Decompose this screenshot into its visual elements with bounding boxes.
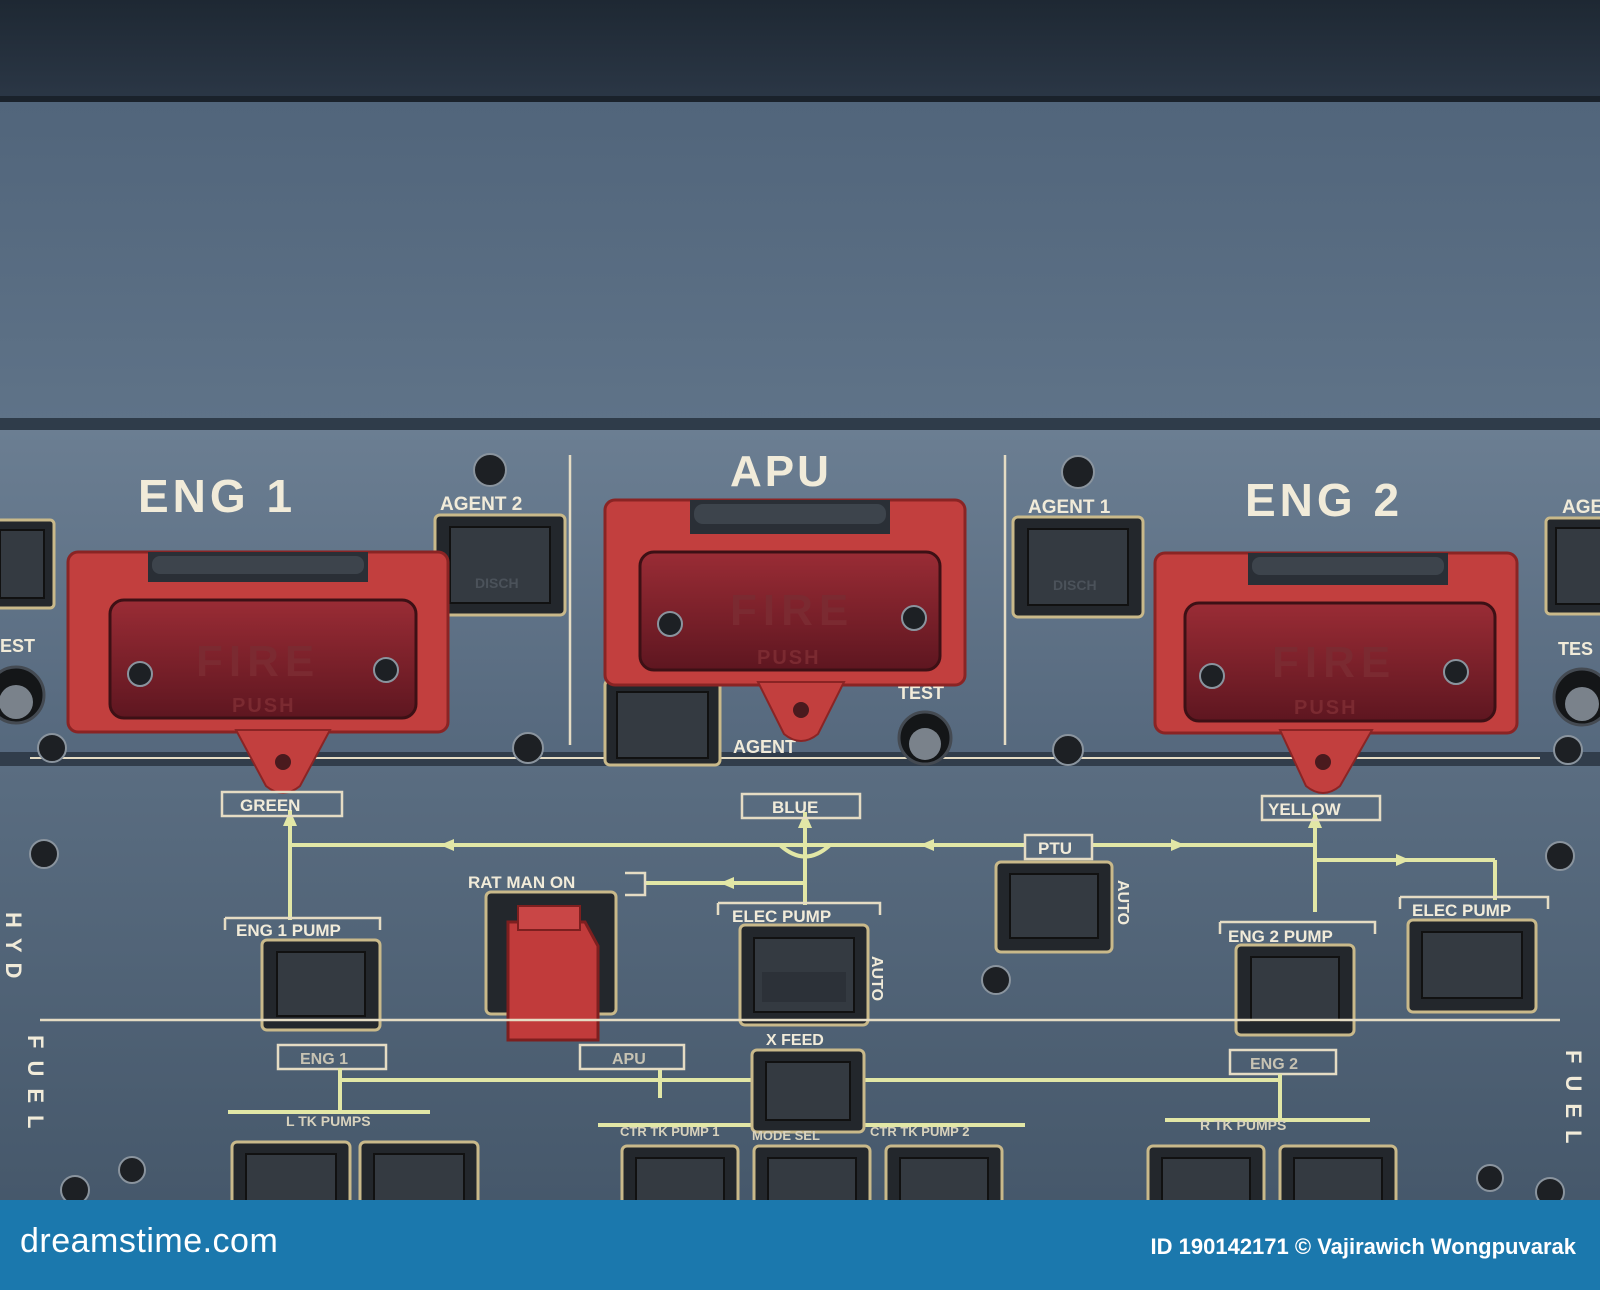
svg-text:FIRE: FIRE bbox=[1272, 638, 1396, 687]
svg-text:APU: APU bbox=[612, 1051, 646, 1068]
stock-photo-footer: dreamstime.com ID 190142171 © Vajirawich… bbox=[0, 1200, 1600, 1290]
svg-text:FIRE: FIRE bbox=[730, 586, 854, 635]
photo-credit: ID 190142171 © Vajirawich Wongpuvarak bbox=[1150, 1234, 1576, 1259]
svg-text:PUSH: PUSH bbox=[232, 695, 296, 717]
blue-elec-pump-button[interactable] bbox=[738, 923, 870, 1027]
fuel-side-label-right: FUEL bbox=[1561, 1050, 1586, 1155]
svg-text:PUSH: PUSH bbox=[1294, 697, 1358, 719]
eng1-fire-pushbutton[interactable]: FIRE PUSH bbox=[66, 550, 450, 794]
eng1-pump-button[interactable] bbox=[260, 938, 382, 1032]
elec-pump-label: ELEC PUMP bbox=[732, 907, 831, 926]
right-agent-partial: AGE bbox=[1562, 497, 1600, 518]
eng1-title: ENG 1 bbox=[138, 470, 296, 522]
upper-panel bbox=[0, 102, 1600, 422]
right-test-partial: TES bbox=[1558, 639, 1593, 659]
svg-text:DISCH: DISCH bbox=[475, 575, 519, 591]
x-feed-button[interactable] bbox=[750, 1048, 866, 1134]
ptu-auto-label: AUTO bbox=[1114, 880, 1131, 925]
right-test-button-partial[interactable] bbox=[1552, 667, 1600, 727]
yellow-elec-pump-button[interactable] bbox=[1406, 918, 1538, 1014]
fuel-pump-buttons[interactable] bbox=[230, 1140, 1398, 1200]
yellow-system-label: YELLOW bbox=[1260, 794, 1382, 822]
eng2-fire-pushbutton[interactable]: FIRE PUSH bbox=[1153, 551, 1519, 794]
x-feed-label: X FEED bbox=[766, 1032, 824, 1049]
eng1-agent2-disch-button[interactable]: DISCH bbox=[433, 513, 567, 617]
hyd-panel-screws bbox=[29, 839, 1575, 995]
svg-text:PTU: PTU bbox=[1038, 839, 1072, 858]
ctr-tk-pump1-label: CTR TK PUMP 1 bbox=[620, 1124, 719, 1139]
svg-text:YELLOW: YELLOW bbox=[1268, 800, 1342, 819]
fuel-source-labels: ENG 1 APU ENG 2 bbox=[276, 1043, 1338, 1076]
r-tk-pumps-label: R TK PUMPS bbox=[1200, 1117, 1286, 1133]
ctr-tk-pump2-label: CTR TK PUMP 2 bbox=[870, 1124, 969, 1139]
hyd-side-label: HYD bbox=[1, 912, 26, 988]
left-test-button-partial[interactable] bbox=[0, 665, 46, 725]
left-agent-button-partial[interactable] bbox=[0, 518, 56, 610]
svg-text:ENG 2: ENG 2 bbox=[1250, 1056, 1298, 1073]
agent2-label: AGENT 2 bbox=[440, 494, 522, 515]
fuel-panel-screws bbox=[60, 1156, 1565, 1200]
apu-agent-label: AGENT bbox=[733, 737, 796, 757]
left-test-partial: EST bbox=[0, 636, 35, 656]
apu-fire-pushbutton[interactable]: FIRE PUSH bbox=[603, 498, 967, 742]
svg-text:PUSH: PUSH bbox=[757, 647, 821, 669]
fire-panel-screws bbox=[37, 453, 1583, 766]
hyd-system-lines bbox=[283, 810, 1497, 920]
elec-pump-right-label: ELEC PUMP bbox=[1412, 901, 1511, 920]
svg-text:GREEN: GREEN bbox=[240, 796, 300, 815]
rat-man-on-label: RAT MAN ON bbox=[468, 873, 575, 892]
svg-text:BLUE: BLUE bbox=[772, 798, 818, 817]
eng2-agent1-disch-button[interactable]: DISCH bbox=[1011, 515, 1145, 619]
eng2-pump-button[interactable] bbox=[1234, 943, 1356, 1037]
agent1-label: AGENT 1 bbox=[1028, 497, 1111, 518]
apu-agent-disch-button[interactable] bbox=[603, 678, 722, 767]
eng1-pump-label: ENG 1 PUMP bbox=[236, 921, 341, 940]
right-agent-button-partial[interactable] bbox=[1544, 516, 1600, 616]
apu-test-label: TEST bbox=[898, 683, 944, 703]
glareshield-top bbox=[0, 0, 1600, 100]
fuel-side-label: FUEL bbox=[23, 1035, 48, 1140]
dreamstime-logo: dreamstime.com bbox=[20, 1222, 279, 1260]
eng2-pump-label: ENG 2 PUMP bbox=[1228, 927, 1333, 946]
eng2-title: ENG 2 bbox=[1245, 474, 1403, 526]
blue-system-label: BLUE bbox=[740, 792, 862, 820]
rat-man-on-button[interactable] bbox=[484, 890, 618, 1042]
l-tk-pumps-label: L TK PUMPS bbox=[286, 1113, 371, 1129]
green-system-label: GREEN bbox=[220, 790, 344, 818]
ptu-label: PTU bbox=[1023, 833, 1094, 861]
mode-sel-label: MODE SEL bbox=[752, 1128, 820, 1143]
apu-title: APU bbox=[730, 447, 832, 496]
svg-text:ENG 1: ENG 1 bbox=[300, 1051, 348, 1068]
ptu-auto-button[interactable] bbox=[994, 860, 1114, 954]
elec-pump-auto-label: AUTO bbox=[868, 956, 885, 1001]
apu-test-button[interactable] bbox=[897, 710, 953, 766]
overhead-panel-photo: ENG 1 APU ENG 2 AGENT 2 AGENT 1 AGENT TE… bbox=[0, 0, 1600, 1200]
svg-text:DISCH: DISCH bbox=[1053, 577, 1097, 593]
svg-text:FIRE: FIRE bbox=[196, 637, 320, 686]
